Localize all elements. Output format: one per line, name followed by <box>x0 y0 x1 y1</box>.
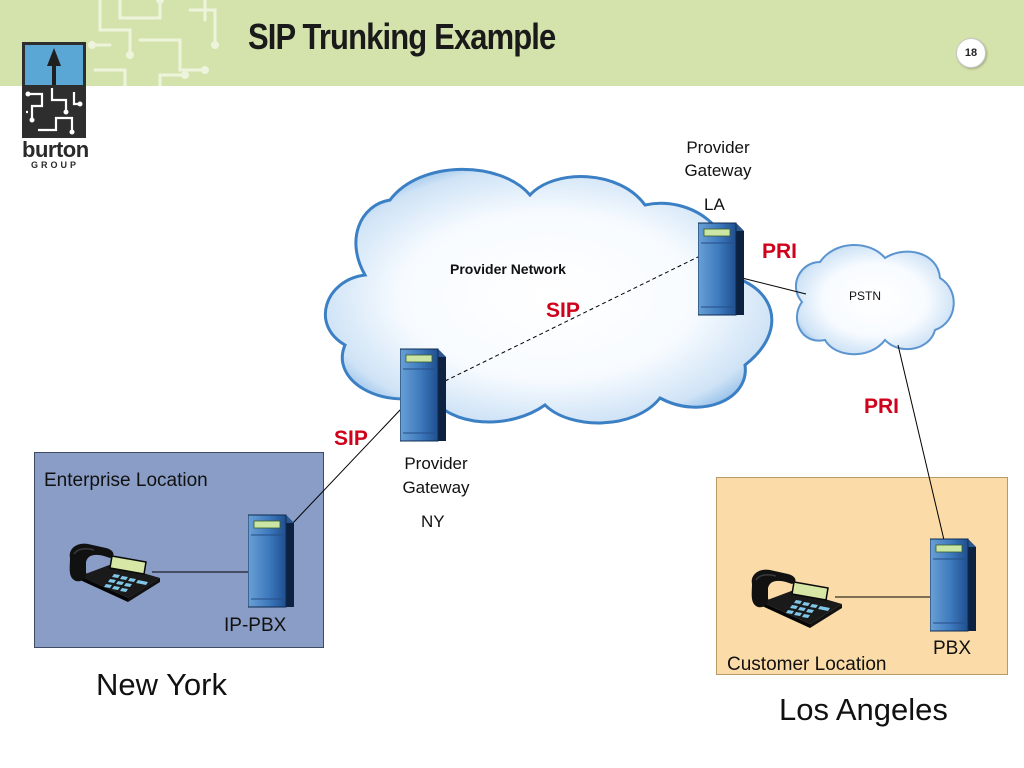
gateway-ny-site: NY <box>421 512 445 531</box>
gateway-la-server-icon <box>698 222 744 316</box>
sip-trunk-line <box>444 255 701 382</box>
pbx-server-icon <box>930 538 976 632</box>
logo-sub: GROUP <box>30 160 79 170</box>
provider-network-label: Provider Network <box>450 261 566 277</box>
gateway-la-site: LA <box>704 195 725 214</box>
pri-pbx-label: PRI <box>864 395 900 418</box>
gateway-la-line1: Provider <box>686 138 750 157</box>
gateway-ny-line1: Provider <box>404 454 468 473</box>
pri-la-label: PRI <box>762 240 798 263</box>
burton-group-logo <box>22 42 86 138</box>
pstn-pbx-line <box>897 344 945 541</box>
sip-core-label: SIP <box>546 299 580 322</box>
header-band: SIP Trunking Example 18 <box>0 0 1024 86</box>
la-pstn-line <box>741 277 807 295</box>
customer-location-label: Customer Location <box>727 654 887 675</box>
gateway-la-line2: Gateway <box>684 161 752 180</box>
ipbx-gateway-line <box>291 408 402 525</box>
logo-word: burton <box>22 137 89 162</box>
city-los-angeles-label: Los Angeles <box>779 692 948 727</box>
gateway-ny-server-icon <box>400 348 446 442</box>
la-desk-phone-icon <box>750 568 843 628</box>
gateway-ny-label: Provider Gateway <box>396 452 476 500</box>
slide-title: SIP Trunking Example <box>248 16 556 57</box>
gateway-la-label: Provider Gateway <box>678 136 758 182</box>
gateway-ny-line2: Gateway <box>402 478 470 497</box>
circuit-pattern <box>88 0 219 86</box>
enterprise-location-label: Enterprise Location <box>44 470 208 491</box>
ip-pbx-label: IP-PBX <box>224 615 287 636</box>
sip-ny-label: SIP <box>334 427 368 450</box>
page-number-badge: 18 <box>956 38 986 68</box>
ny-desk-phone-icon <box>68 542 161 602</box>
pbx-label: PBX <box>933 638 972 659</box>
city-new-york-label: New York <box>96 667 227 702</box>
pstn-label: PSTN <box>849 289 882 303</box>
logo-wordmark: burton GROUP <box>22 137 89 171</box>
ip-pbx-server-icon <box>248 514 294 608</box>
pstn-cloud-icon <box>795 244 955 356</box>
